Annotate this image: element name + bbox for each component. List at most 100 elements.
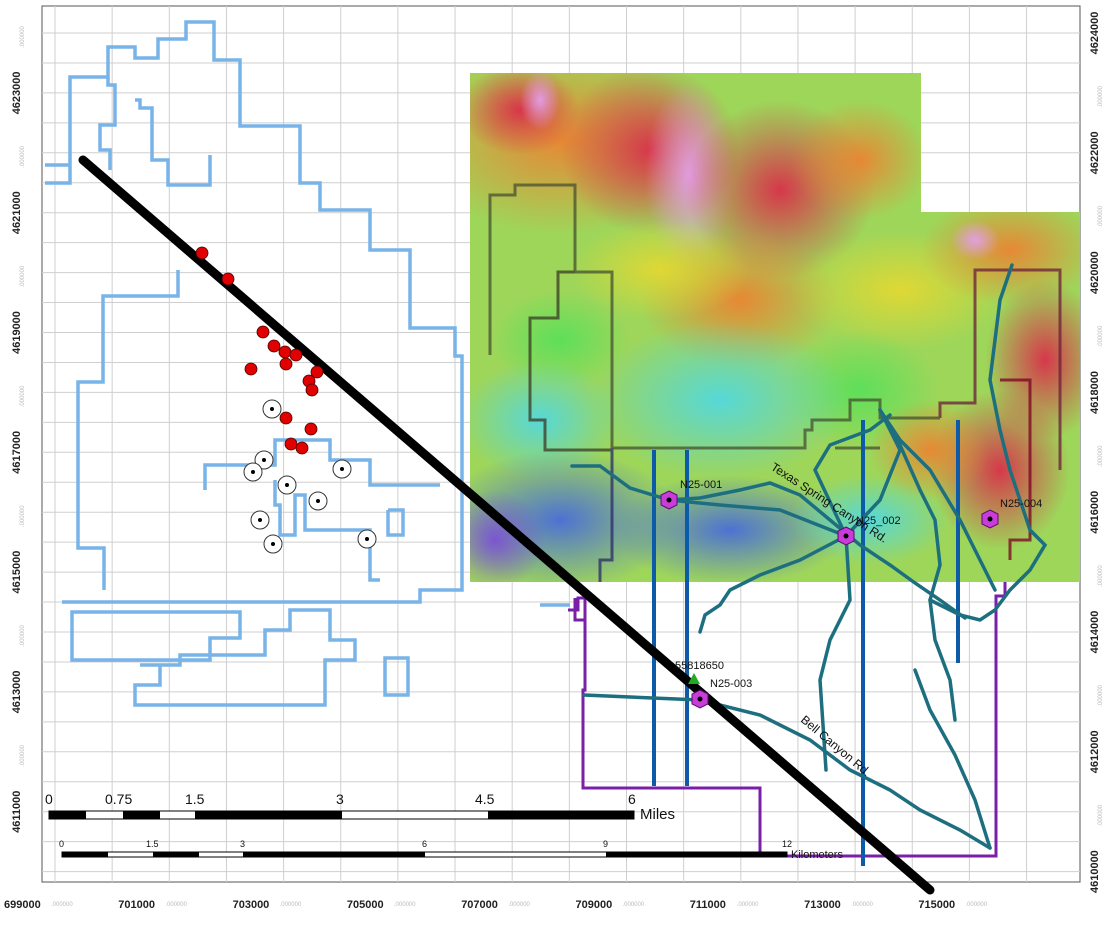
y-axis-label-suffix: .000000 — [20, 744, 26, 766]
y-axis-label-suffix: .000000 — [1098, 205, 1104, 227]
scale-km-9: 9 — [603, 839, 608, 849]
scale-km-6: 6 — [422, 839, 427, 849]
y-axis-label: 4617000 — [11, 431, 23, 474]
x-axis-label: 715000 — [918, 899, 955, 911]
drillhole — [305, 383, 319, 397]
station-n25-002 — [837, 526, 855, 546]
y-axis-label: 4610000 — [1089, 850, 1101, 893]
x-axis-label-suffix: .000000 — [508, 902, 530, 908]
y-axis-label: 4618000 — [1089, 371, 1101, 414]
x-axis-label-suffix: .000000 — [965, 902, 987, 908]
x-axis-label-suffix: .000000 — [51, 902, 73, 908]
axis-labels: 4624000 .000000 4623000 .000000 4622000 .0000… — [4, 12, 1104, 911]
x-axis-label: 703000 — [233, 899, 270, 911]
y-axis-label-suffix: .000000 — [1098, 565, 1104, 587]
x-axis-label-suffix: .000000 — [737, 902, 759, 908]
scale-mi-15: 1.5 — [185, 791, 205, 807]
y-axis-label-suffix: .000000 — [20, 145, 26, 167]
stations — [660, 490, 999, 709]
drillhole — [221, 272, 235, 286]
claim-boundaries-purple — [568, 582, 1007, 858]
planned-hole — [277, 475, 297, 495]
scale-mi-0: 0 — [45, 791, 53, 807]
y-axis-label-suffix: .000000 — [20, 385, 26, 407]
y-axis-label: 4624000 — [1089, 12, 1101, 55]
x-axis-label: 699000 — [4, 899, 41, 911]
drillhole — [284, 437, 298, 451]
y-axis-label: 4615000 — [11, 551, 23, 594]
survey-lines — [652, 420, 960, 866]
station-n25-003 — [691, 689, 709, 709]
station-n25-001 — [660, 490, 678, 510]
y-axis-label: 4619000 — [11, 311, 23, 354]
scale-mi-3: 3 — [336, 791, 344, 807]
y-axis-label-suffix: .000000 — [1098, 684, 1104, 706]
scale-km-3: 3 — [240, 839, 245, 849]
drillholes — [195, 246, 324, 455]
planned-drillholes — [243, 399, 377, 554]
y-axis-label: 4621000 — [11, 191, 23, 234]
drillhole — [256, 325, 270, 339]
scale-mi-45: 4.5 — [475, 791, 495, 807]
y-axis-label: 4623000 — [11, 71, 23, 114]
y-axis-label: 4622000 — [1089, 131, 1101, 174]
x-axis-label-suffix: .000000 — [165, 902, 187, 908]
drillhole — [279, 357, 293, 371]
scale-mi-6: 6 — [628, 791, 636, 807]
scale-mi-unit: Miles — [640, 806, 675, 823]
roads — [570, 263, 1048, 850]
y-axis-label-suffix: .000000 — [1098, 85, 1104, 107]
drillhole — [267, 339, 281, 353]
y-axis-label: 4614000 — [1089, 611, 1101, 654]
claim-boundaries-dark — [488, 183, 1062, 582]
y-axis-label-suffix: .000000 — [1098, 445, 1104, 467]
drillhole — [279, 411, 293, 425]
x-axis-label: 713000 — [804, 899, 841, 911]
scalebar-km: 0 1.5 3 6 9 12 Kilometers — [59, 839, 843, 861]
y-axis-label-suffix: .000000 — [1098, 804, 1104, 826]
label-n25-003: N25-003 — [710, 678, 752, 690]
claim-boundaries-blue — [45, 20, 464, 707]
planned-hole — [243, 462, 263, 482]
y-axis-label-suffix: .000000 — [20, 625, 26, 647]
x-axis-label-suffix: .000000 — [280, 902, 302, 908]
planned-hole — [254, 450, 274, 470]
y-axis-label-suffix: .000000 — [1098, 325, 1104, 347]
drillhole — [310, 365, 324, 379]
x-axis-label: 705000 — [347, 899, 384, 911]
planned-hole — [262, 399, 282, 419]
scale-km-12: 12 — [782, 839, 792, 849]
station-n25-004 — [981, 509, 999, 529]
y-axis-label: 4611000 — [11, 791, 23, 833]
drillhole — [304, 422, 318, 436]
y-axis-label-suffix: .000000 — [20, 26, 26, 48]
planned-hole — [332, 459, 352, 479]
x-axis-label: 711000 — [690, 899, 726, 911]
drillhole — [295, 441, 309, 455]
label-n25-002: N25_002 — [856, 515, 901, 527]
drillhole — [289, 348, 303, 362]
scale-km-unit: Kilometers — [791, 849, 843, 861]
x-axis-label-suffix: .000000 — [851, 902, 873, 908]
planned-hole — [357, 529, 377, 549]
planned-hole — [263, 534, 283, 554]
x-axis-label-suffix: .000000 — [623, 902, 645, 908]
scale-km-0: 0 — [59, 839, 64, 849]
scale-km-15: 1.5 — [146, 839, 159, 849]
y-axis-label: 4616000 — [1089, 491, 1101, 534]
drillhole — [195, 246, 209, 260]
planned-hole — [308, 491, 328, 511]
label-n25-004: N25-004 — [1000, 498, 1042, 510]
scale-mi-075: 0.75 — [105, 791, 132, 807]
y-axis-label: 4620000 — [1089, 251, 1101, 294]
x-axis-label: 709000 — [576, 899, 613, 911]
y-axis-label: 4613000 — [11, 670, 23, 713]
drillhole — [278, 345, 292, 359]
drillhole — [244, 362, 258, 376]
x-axis-label-suffix: .000000 — [394, 902, 416, 908]
point-triangle — [688, 673, 700, 684]
x-axis-label: 701000 — [118, 899, 155, 911]
label-point-id: 55818650 — [675, 660, 724, 672]
label-n25-001: N25-001 — [680, 479, 722, 491]
